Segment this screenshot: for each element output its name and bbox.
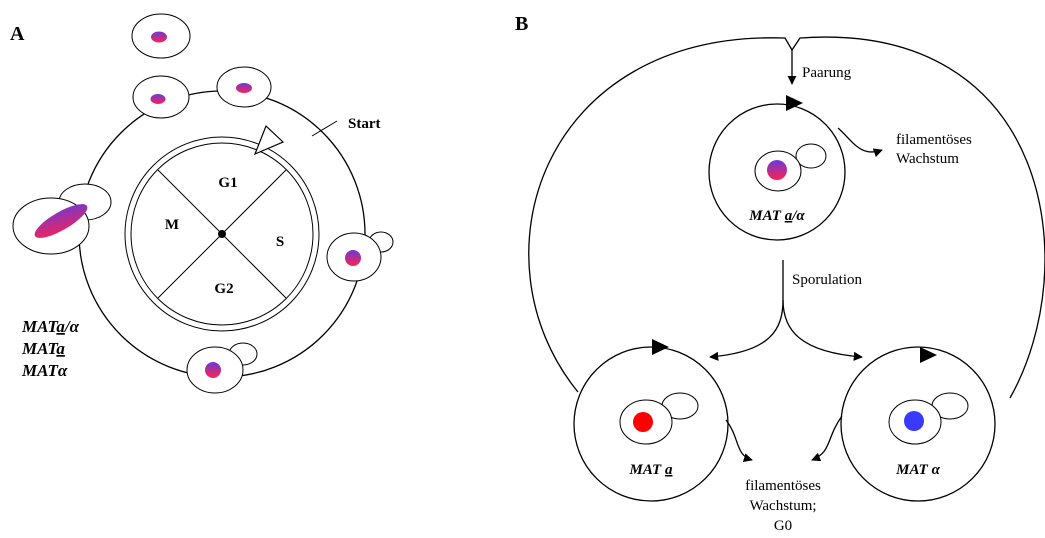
nucleus-icon <box>150 94 166 104</box>
start-leader-line <box>311 120 338 137</box>
nucleus-icon <box>205 362 221 378</box>
mat-a-label: MATa <box>21 339 65 358</box>
cell-diploid-label: MAT a/α <box>748 208 805 224</box>
phase-g1-label: G1 <box>218 175 237 191</box>
phase-g2-label: G2 <box>214 281 233 297</box>
filamentous-top-line-2: Wachstum <box>896 151 959 167</box>
filamentous-bottom-line-1: filamentöses <box>745 478 821 494</box>
filamentous-arrow-bottom-right <box>811 415 843 462</box>
panel-b-label: B <box>515 13 528 35</box>
phase-s-label: S <box>276 234 284 250</box>
sporulation-arrow-right <box>782 299 863 361</box>
cell-mat-alpha-cycle-ring <box>840 346 996 502</box>
start-pointer-icon <box>253 124 285 156</box>
bud-icon <box>795 143 827 169</box>
mat-alpha-label: MATα <box>21 361 68 380</box>
cell-cycle-center-dot <box>218 230 226 238</box>
nucleus-icon <box>345 250 361 266</box>
cell-cycle-inner-border <box>130 142 314 326</box>
filamentous-arrow-bottom-left <box>725 419 753 463</box>
filamentous-top-line-1: filamentöses <box>896 132 972 148</box>
cycle-arrow-icon <box>652 339 669 355</box>
cell-on-ring-1 <box>132 75 190 119</box>
cell-mat-a-label: MAT a <box>629 462 673 478</box>
mat-diploid-label: MATa/α <box>21 317 80 336</box>
sporulation-label: Sporulation <box>792 272 862 288</box>
nucleus-icon <box>904 411 924 431</box>
cell-budding-bottom <box>186 342 258 394</box>
cell-pseudohyphal-left <box>12 183 112 255</box>
cell-diploid: MAT a/α <box>708 95 846 241</box>
nucleus-icon <box>236 83 252 93</box>
cell-budding-right <box>326 231 394 282</box>
phase-m-label: M <box>165 217 179 233</box>
cell-unbudded-top <box>131 13 191 59</box>
nucleus-icon <box>767 160 787 180</box>
cycle-arrow-icon <box>786 95 803 111</box>
cell-on-ring-2 <box>216 66 272 108</box>
sporulation-arrow-left <box>709 260 784 361</box>
filamentous-bottom-line-3: G0 <box>774 518 792 534</box>
cycle-arrow-icon <box>920 347 937 363</box>
filamentous-arrow-top <box>837 127 883 158</box>
nucleus-icon <box>633 412 653 432</box>
panel-a: A G1 S G2 M Start <box>10 13 394 394</box>
pairing-label: Paarung <box>802 65 852 81</box>
nucleus-icon <box>151 31 167 43</box>
cell-mat-alpha: MAT α <box>840 346 996 502</box>
cell-mat-alpha-label: MAT α <box>895 462 940 478</box>
cell-mat-a: MAT a <box>573 339 729 502</box>
nucleus-icon <box>34 204 88 238</box>
panel-a-label: A <box>10 23 25 45</box>
filamentous-bottom-line-2: Wachstum; <box>749 498 816 514</box>
panel-b: B Paarung MAT a/α filamentöses Wachstum … <box>515 13 1045 534</box>
cell-cycle-outer-border <box>124 136 320 332</box>
start-label: Start <box>348 116 381 132</box>
cell-diploid-cycle-ring <box>708 103 846 241</box>
